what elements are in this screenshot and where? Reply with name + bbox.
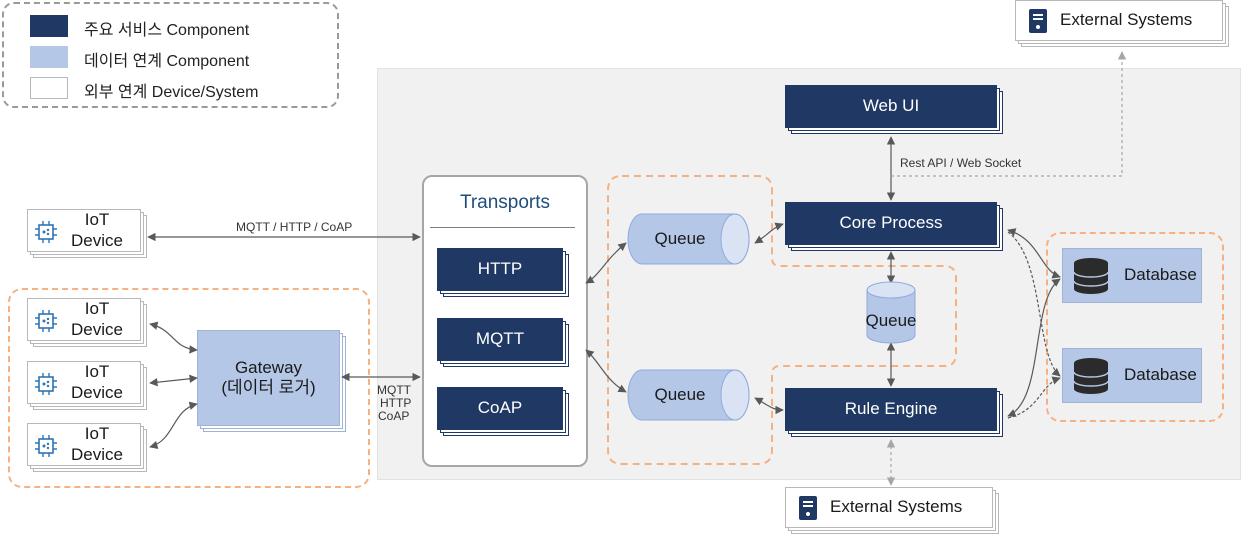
transports-divider	[430, 227, 575, 228]
external-bottom-label: External Systems	[830, 497, 963, 517]
chip-icon	[35, 221, 57, 243]
database-icon	[1073, 357, 1109, 394]
iot-label-line1: IoT	[84, 210, 110, 230]
iot-box: IoT Device	[27, 209, 141, 252]
queue-center[interactable]	[866, 281, 916, 344]
external-top-label: External Systems	[1060, 10, 1193, 30]
queue-top-label: Queue	[654, 229, 706, 248]
coap-label: CoAP	[437, 387, 563, 430]
transports-title: Transports	[459, 192, 551, 213]
legend-label-data: 데이터 연계 Component	[84, 53, 250, 70]
iot-label-line1: IoT	[84, 299, 110, 319]
legend: 주요 서비스 Component 데이터 연계 Component 외부 연계 …	[2, 2, 339, 108]
external-top-box: External Systems	[1015, 0, 1223, 41]
iot-device-gw-1[interactable]: IoT Device	[27, 298, 147, 347]
http-component[interactable]: HTTP	[437, 248, 569, 297]
gateway-http-label: HTTP	[380, 396, 412, 410]
database-icon	[1073, 257, 1109, 294]
iot-box: IoT Device	[27, 361, 141, 404]
chip-icon	[35, 373, 57, 395]
database-top-component[interactable]: Database	[1062, 248, 1202, 303]
iot-label-line2: Device	[71, 444, 123, 464]
database-top-label: Database	[1124, 265, 1197, 285]
gateway-component[interactable]: Gateway (데이터 로거)	[197, 330, 346, 432]
legend-swatch-external	[30, 77, 68, 99]
database-bottom-box: Database	[1062, 348, 1202, 403]
rule-engine-label: Rule Engine	[785, 388, 997, 431]
chip-icon	[35, 435, 57, 457]
server-icon	[1029, 8, 1047, 33]
iot-label-line1: IoT	[84, 362, 110, 382]
iot-device-top[interactable]: IoT Device	[27, 209, 147, 258]
mqtt-component[interactable]: MQTT	[437, 318, 569, 367]
iot-box: IoT Device	[27, 423, 141, 466]
rule-engine-component[interactable]: Rule Engine	[785, 388, 1003, 437]
gateway-mqtt-label: MQTT	[377, 383, 411, 397]
database-top-box: Database	[1062, 248, 1202, 303]
iot-device-gw-3[interactable]: IoT Device	[27, 423, 147, 472]
legend-label-main: 주요 서비스 Component	[84, 22, 250, 39]
iot-label-line1: IoT	[84, 424, 110, 444]
queue-bottom-label: Queue	[654, 385, 706, 404]
web-ui-component[interactable]: Web UI	[785, 85, 1003, 134]
database-bottom-label: Database	[1124, 365, 1197, 385]
iot-box: IoT Device	[27, 298, 141, 341]
iot-label-line2: Device	[71, 382, 123, 402]
mqtt-label: MQTT	[437, 318, 563, 361]
legend-swatch-data	[30, 46, 68, 68]
chip-icon	[35, 310, 57, 332]
database-bottom-component[interactable]: Database	[1062, 348, 1202, 403]
gateway-group	[8, 288, 370, 488]
gateway-coap-label: CoAP	[378, 409, 410, 423]
external-systems-bottom[interactable]: External Systems	[785, 487, 999, 534]
iot-label-line2: Device	[71, 230, 123, 250]
gateway-sublabel: (데이터 로거)	[221, 378, 316, 397]
external-systems-top[interactable]: External Systems	[1015, 0, 1229, 47]
gateway-box: Gateway (데이터 로거)	[197, 330, 340, 426]
core-process-component[interactable]: Core Process	[785, 202, 1003, 251]
gateway-label: Gateway	[234, 357, 303, 377]
rest-api-label: Rest API / Web Socket	[900, 156, 1022, 170]
queue-center-label: Queue	[865, 311, 917, 330]
core-process-label: Core Process	[785, 202, 997, 245]
web-ui-label: Web UI	[785, 85, 997, 128]
legend-swatch-main	[30, 15, 68, 37]
coap-component[interactable]: CoAP	[437, 387, 569, 436]
queue-top[interactable]	[627, 213, 750, 265]
http-label: HTTP	[437, 248, 563, 291]
legend-label-external: 외부 연계 Device/System	[84, 84, 259, 101]
queue-bottom[interactable]	[627, 369, 750, 421]
server-icon	[799, 495, 817, 520]
iot-label-line2: Device	[71, 319, 123, 339]
external-bottom-box: External Systems	[785, 487, 993, 528]
iot-protocols-label: MQTT / HTTP / CoAP	[236, 220, 353, 234]
iot-device-gw-2[interactable]: IoT Device	[27, 361, 147, 410]
